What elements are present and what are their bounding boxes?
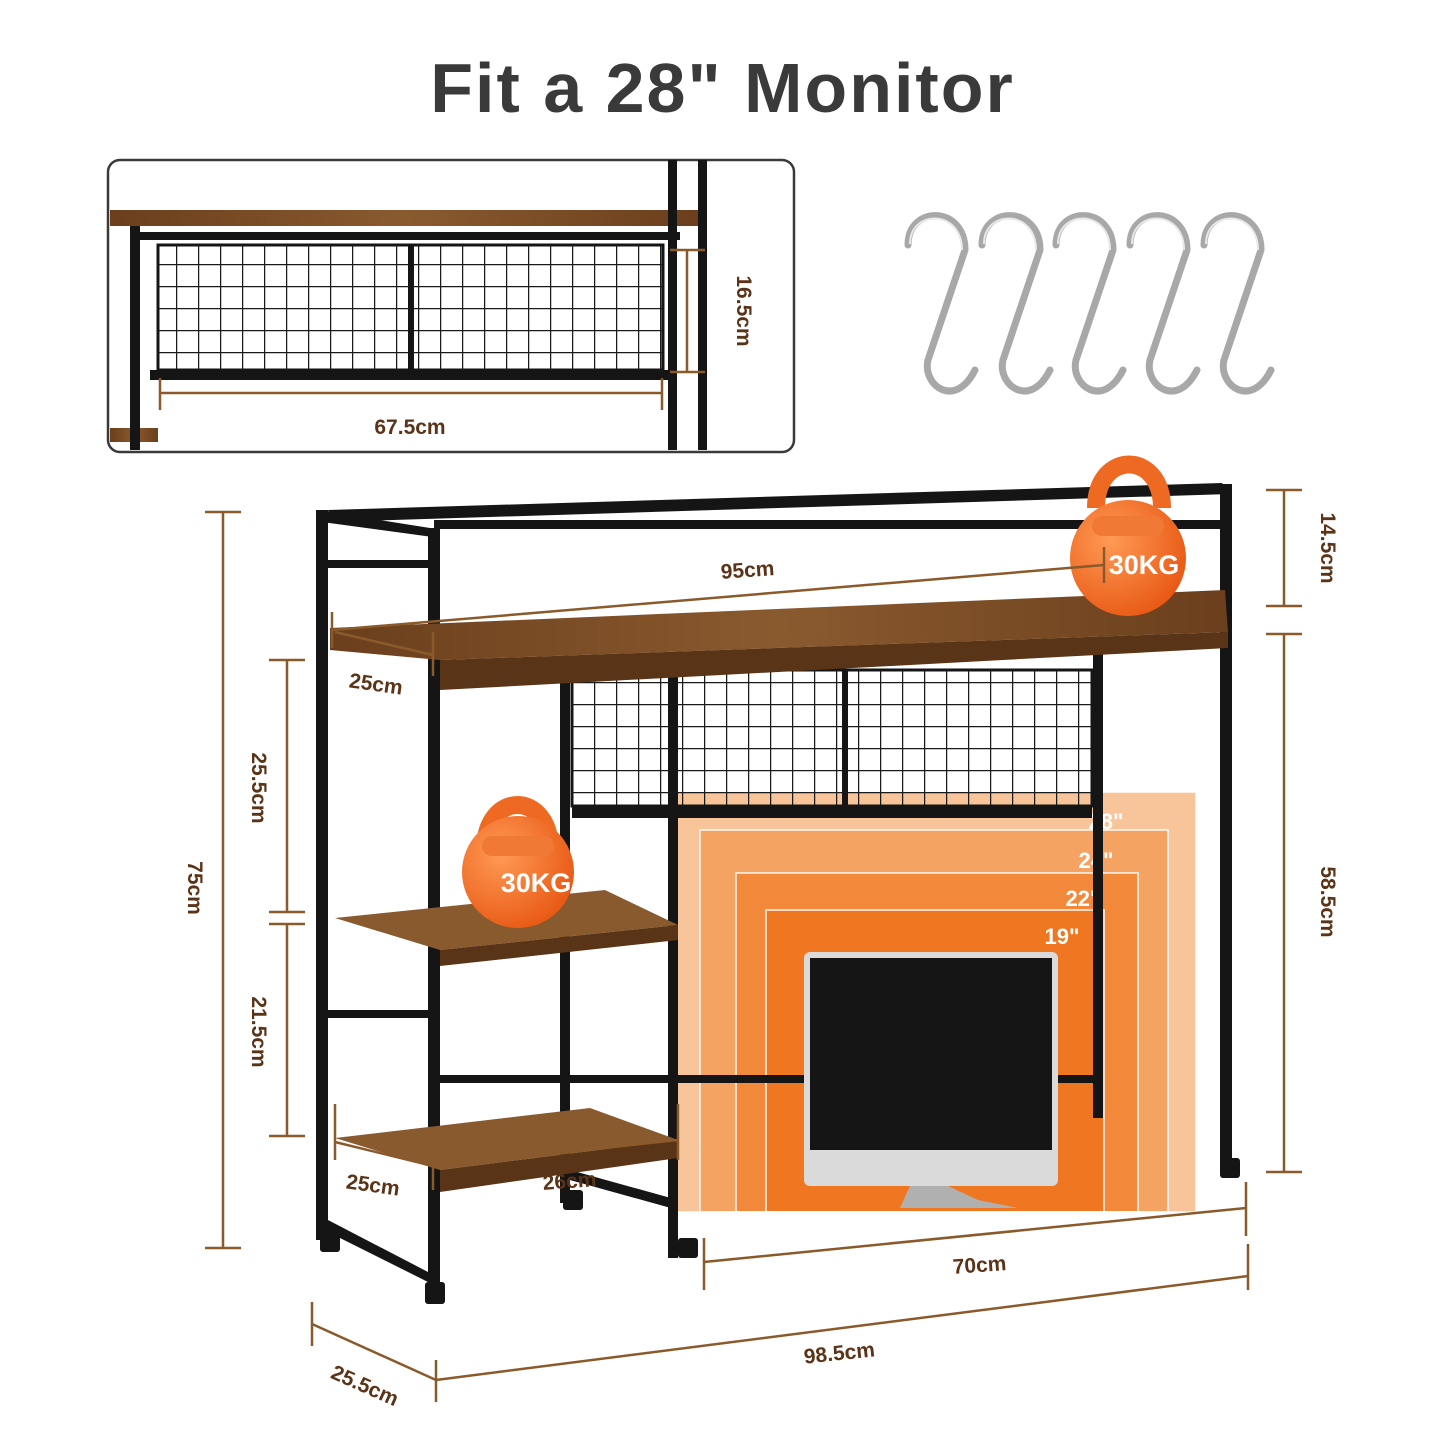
detail-shelf [110,210,702,226]
size-label-19: 19" [1045,924,1080,949]
dim-total-depth: 25.5cm [327,1361,401,1411]
page-title: Fit a 28" Monitor [430,49,1015,127]
bottom-shelf [335,1108,678,1170]
dim-inner-width: 70cm [952,1252,1007,1279]
kettlebell-top-icon: 30KG [1070,455,1186,616]
mesh-panel [570,668,1094,808]
shelf-load-label: 30KG [501,868,572,898]
kettlebell-shelf-icon: 30KG [462,796,574,928]
dim-right-height: 58.5cm [1316,866,1339,937]
dim-top-rail-height: 14.5cm [1316,512,1339,583]
s-hook-icon [904,212,1275,395]
detail-height-label: 16.5cm [732,275,755,346]
detail-width-label: 67.5cm [374,416,445,439]
dim-upper-shelf-gap: 25.5cm [247,752,270,823]
mesh-detail-inset: 16.5cm 67.5cm [106,158,796,454]
top-load-label: 30KG [1109,550,1180,580]
dim-top-depth: 25cm [348,669,404,699]
dim-bottom-shelf-width: 26cm [542,1168,597,1195]
dim-lower-shelf-gap: 21.5cm [247,996,270,1067]
dim-total-height: 75cm [183,861,206,915]
dim-bottom-shelf-depth: 25cm [345,1170,401,1200]
monitor-illustration [804,952,1058,1208]
dimension-lines [205,488,1302,1402]
dim-total-width: 98.5cm [803,1338,876,1368]
top-shelf [330,590,1228,660]
dim-top-width: 95cm [720,557,775,584]
